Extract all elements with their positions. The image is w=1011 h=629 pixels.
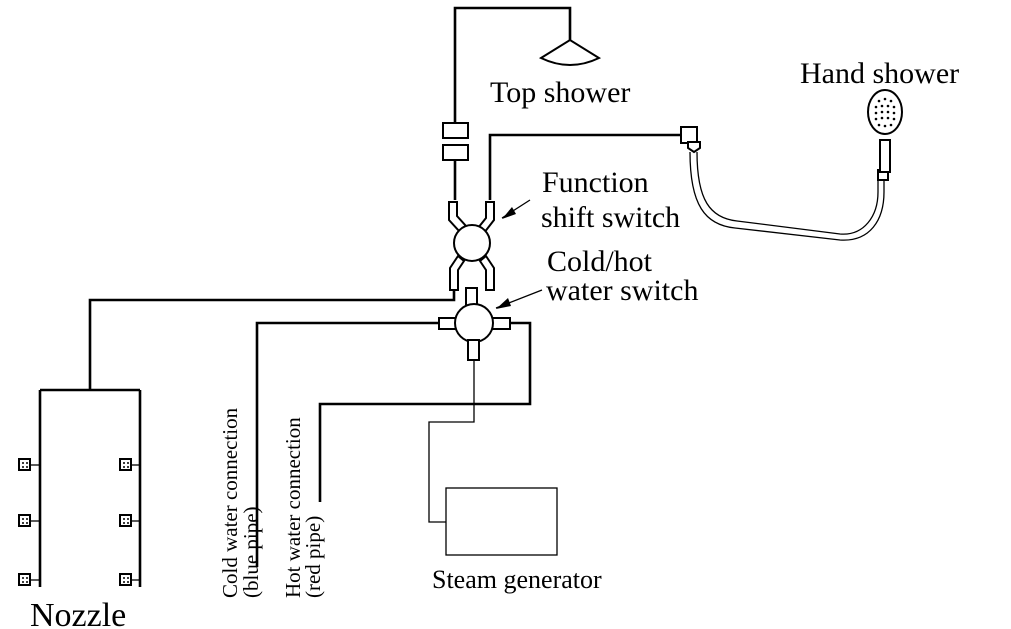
hand-shower-label: Hand shower bbox=[800, 57, 959, 90]
cold-water-pipe bbox=[255, 321, 439, 567]
coupling-lower bbox=[442, 144, 469, 161]
hot-water-label-line2: (red pipe) bbox=[301, 516, 325, 598]
steam-generator-label: Steam generator bbox=[432, 565, 602, 594]
pipe-couplings bbox=[442, 122, 469, 200]
cold-hot-switch-label-line1: Cold/hot bbox=[547, 245, 653, 278]
cold-hot-water-switch bbox=[438, 287, 511, 361]
nozzle-icon bbox=[119, 458, 132, 471]
mixer-bottom-port bbox=[467, 339, 480, 361]
cold-hot-switch-arrowhead-icon bbox=[496, 298, 511, 309]
nozzle-icon bbox=[18, 458, 31, 471]
function-switch-lower-left-port bbox=[449, 254, 466, 291]
hand-shower bbox=[488, 89, 903, 241]
nozzle-icon bbox=[18, 514, 31, 527]
cold-hot-water-switch-knob bbox=[454, 303, 494, 343]
nozzle-supply-pipe bbox=[88, 290, 456, 390]
nozzle-icon bbox=[119, 514, 132, 527]
nozzle-icon bbox=[119, 573, 132, 586]
steam-generator-box bbox=[445, 487, 558, 556]
function-switch-arrowhead-icon bbox=[502, 207, 516, 219]
cold-water-label-line1: Cold water connection bbox=[218, 407, 242, 598]
top-shower-head-icon bbox=[538, 38, 602, 66]
nozzle-icon bbox=[18, 573, 31, 586]
top-shower-label: Top shower bbox=[490, 76, 630, 109]
function-switch-lower-right-port bbox=[478, 254, 495, 291]
hand-shower-outlet-nut bbox=[687, 141, 701, 154]
function-switch-label-line2: shift switch bbox=[541, 201, 680, 234]
hand-shower-supply-pipe bbox=[488, 133, 682, 200]
top-shower bbox=[453, 6, 602, 130]
nozzle-label: Nozzle bbox=[30, 597, 126, 629]
nozzle-manifold bbox=[18, 388, 142, 587]
hand-shower-wall-outlet bbox=[680, 126, 698, 144]
top-shower-pipe bbox=[453, 6, 572, 130]
hand-shower-spray-holes bbox=[874, 97, 896, 128]
coupling-upper bbox=[442, 122, 469, 139]
cold-hot-switch-label-line2: water switch bbox=[546, 274, 698, 307]
steam-pipe bbox=[428, 360, 475, 523]
hand-shower-handle bbox=[879, 139, 891, 173]
hand-shower-hose-inner bbox=[696, 151, 879, 235]
hot-water-label-line1: Hot water connection bbox=[281, 417, 305, 598]
hand-shower-hose-outer bbox=[689, 151, 885, 241]
function-shift-switch bbox=[448, 201, 495, 291]
hand-shower-head-icon bbox=[867, 89, 903, 135]
function-shift-switch-knob bbox=[453, 224, 491, 262]
hot-water-pipe bbox=[318, 321, 532, 502]
function-switch-label-line1: Function bbox=[542, 166, 649, 199]
cold-water-label-line2: (blue pipe) bbox=[239, 506, 263, 598]
